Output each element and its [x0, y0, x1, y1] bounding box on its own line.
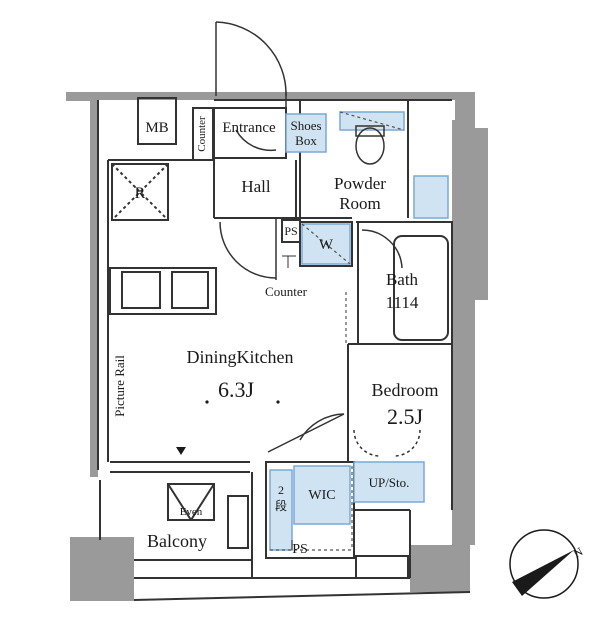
- sills: [282, 255, 296, 550]
- w-area: [301, 223, 351, 265]
- label-dining-kitchen: DiningKitchen: [187, 347, 294, 367]
- outer-walls: [66, 92, 488, 601]
- label-entrance: Entrance: [222, 120, 276, 136]
- dim-dot-left: [205, 400, 209, 404]
- up-sto-box: [353, 461, 425, 503]
- label-dining-kitchen-size: 6.3J: [218, 377, 255, 402]
- label-even: Even: [180, 506, 203, 518]
- triangle-marker-icon: [176, 447, 186, 455]
- interior-walls: [97, 97, 471, 601]
- wic-storage: [293, 465, 351, 525]
- label-bedroom: Bedroom: [372, 380, 439, 400]
- label-up-sto: UP/Sto.: [369, 475, 410, 490]
- label-bath: Bath: [386, 270, 419, 289]
- label-shoes-box-2: Box: [295, 133, 317, 148]
- label-counter-top: Counter: [196, 116, 208, 152]
- label-north: N: [571, 544, 586, 561]
- dim-dot-right: [276, 400, 280, 404]
- dashed-lines: [270, 111, 405, 551]
- label-w: W: [319, 237, 334, 253]
- label-powder-room-1: Powder: [334, 174, 386, 193]
- label-powder-room-2: Room: [339, 194, 381, 213]
- label-picture-rail: Picture Rail: [112, 355, 127, 417]
- label-shoes-box-1: Shoes: [290, 118, 321, 133]
- label-bath-size: 1114: [386, 293, 419, 312]
- label-ps-lower: PS: [292, 542, 308, 557]
- label-counter: Counter: [265, 284, 308, 299]
- label-balcony: Balcony: [147, 531, 207, 551]
- north-arrow-icon: [509, 529, 579, 599]
- door-swings: [215, 21, 421, 457]
- label-steps-2: 段: [275, 498, 287, 513]
- label-hall: Hall: [241, 177, 271, 196]
- powder-sink: [413, 175, 449, 219]
- shoes-box: [285, 113, 327, 153]
- stairs-storage: [269, 469, 293, 551]
- label-ps-upper: PS: [284, 224, 297, 238]
- label-r: R: [135, 185, 146, 202]
- room-labels: MB Counter Entrance Shoes Box Hall Powde…: [112, 116, 586, 561]
- label-mb: MB: [145, 120, 168, 136]
- label-steps-1: 2: [278, 483, 284, 497]
- label-wic: WIC: [308, 488, 335, 503]
- label-bedroom-size: 2.5J: [387, 404, 424, 429]
